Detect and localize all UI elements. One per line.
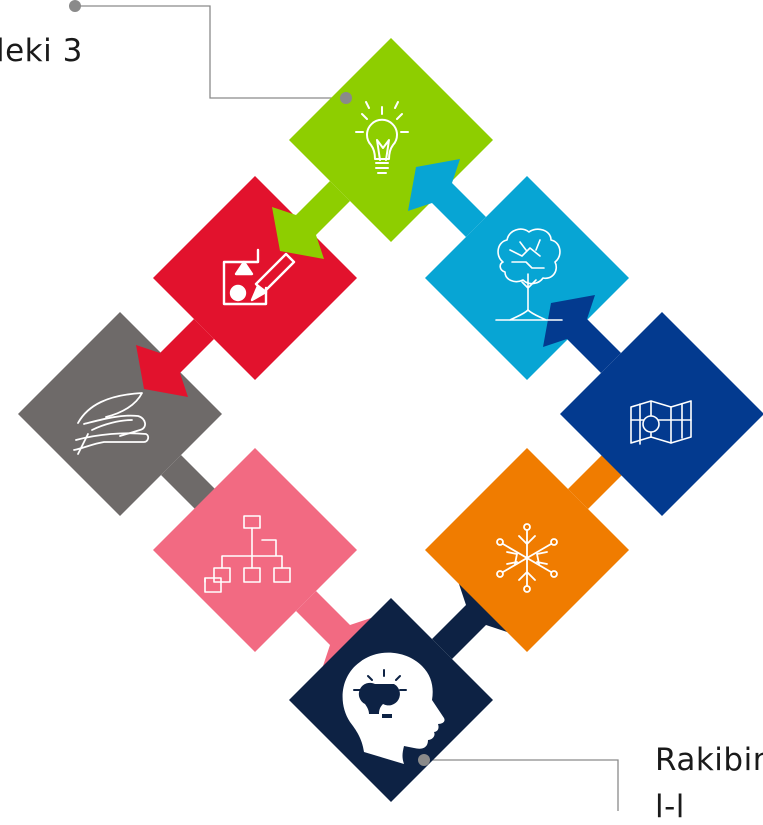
puzzle-piece-map xyxy=(543,295,763,516)
label-competitor: Rakibin xyxy=(655,742,763,778)
connector-dot xyxy=(69,0,81,12)
puzzle-piece-body xyxy=(560,312,763,516)
puzzle-piece-tab xyxy=(136,319,214,397)
brain-tree-icon xyxy=(495,228,563,321)
connector-dot xyxy=(418,754,430,766)
head-lightbulb-icon xyxy=(342,652,445,764)
map-icon xyxy=(630,400,692,445)
org-chart-icon xyxy=(204,515,291,593)
leader-lines xyxy=(75,5,619,811)
label-step-3: leki 3 xyxy=(0,33,83,69)
puzzle-piece-tab xyxy=(408,159,486,237)
leader-line-top xyxy=(75,5,346,99)
label-competitor-continued: l-l xyxy=(655,789,685,825)
shapes-pencil-icon xyxy=(222,248,296,306)
connector-dot xyxy=(340,92,352,104)
puzzle-piece-tab xyxy=(543,295,621,373)
puzzle-piece-body xyxy=(153,448,357,652)
hand-icon xyxy=(73,392,150,455)
icons xyxy=(73,101,692,764)
puzzle-piece-tab xyxy=(272,181,350,259)
lightbulb-icon xyxy=(355,101,409,174)
leader-line-bottom xyxy=(424,759,619,811)
snowflake-icon xyxy=(496,523,558,593)
